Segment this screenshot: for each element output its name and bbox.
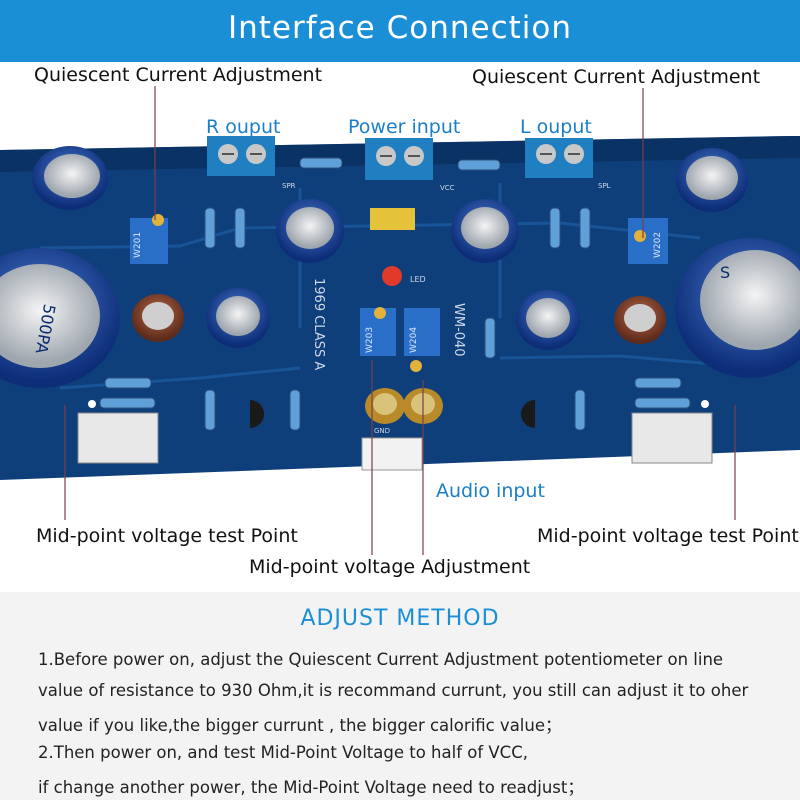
potentiometer-midpoint-left: W203: [360, 307, 396, 356]
label-midpoint-test-right: Mid-point voltage test Point: [537, 525, 799, 547]
power-transistor-right: [631, 412, 713, 464]
capacitor-large-left: 500PA: [0, 248, 120, 388]
adjust-method-title: ADJUST METHOD: [300, 606, 500, 631]
terminal-r-output: [207, 136, 275, 176]
pot-center-right-label: W204: [409, 327, 419, 353]
capacitor-top-left: [32, 146, 108, 210]
capacitor-mid-right-1: [451, 199, 519, 263]
connector-left-silk: SPR: [282, 182, 296, 190]
capacitor-brown-left: [132, 294, 184, 342]
adjust-line-2: value of resistance to 930 Ohm,it is rec…: [38, 681, 749, 700]
connector-center-silk: VCC: [440, 184, 455, 192]
board-code-silk: WM-040: [451, 303, 466, 357]
svg-text:S: S: [720, 263, 730, 282]
label-r-output: R ouput: [206, 116, 281, 138]
pcb-illustration: 500PA S: [0, 136, 800, 480]
adjust-method-panel: [0, 592, 800, 800]
pcb-board: [0, 136, 800, 480]
input-connector-silk: GND: [374, 427, 390, 435]
pot-left-label: W201: [133, 232, 143, 258]
power-transistor-left: [77, 412, 159, 464]
terminal-l-output: [525, 138, 593, 178]
label-power-input: Power input: [348, 116, 461, 138]
board-model-silk: 1969 CLASS A: [311, 278, 326, 370]
adjust-line-1: 1.Before power on, adjust the Quiescent …: [38, 650, 724, 669]
transistor-right: [521, 400, 535, 428]
led-silk-label: LED: [410, 275, 426, 284]
label-midpoint-adjust: Mid-point voltage Adjustment: [249, 556, 531, 578]
terminal-power-input: [365, 138, 433, 180]
label-quiescent-left: Quiescent Current Adjustment: [34, 64, 323, 86]
capacitor-large-right: S: [675, 238, 800, 378]
label-midpoint-test-left: Mid-point voltage test Point: [36, 525, 298, 547]
resistors: [99, 157, 691, 431]
potentiometer-midpoint-right: W204: [404, 308, 440, 372]
pot-center-left-label: W203: [365, 327, 375, 353]
test-point-right: [701, 400, 709, 408]
adjust-line-3: value if you like,the bigger currunt , t…: [38, 716, 562, 735]
led-indicator: [382, 266, 402, 286]
capacitor-film: [370, 208, 415, 230]
capacitor-mid-right-2: [516, 290, 580, 350]
adjust-line-4: 2.Then power on, and test Mid-Point Volt…: [38, 743, 528, 762]
capacitor-mid-left-2: [206, 288, 270, 348]
potentiometer-quiescent-left: W201: [130, 214, 168, 264]
test-point-left: [88, 400, 96, 408]
label-audio-input: Audio input: [436, 480, 545, 502]
capacitor-brown-right: [614, 296, 666, 344]
capacitor-top-right: [676, 148, 748, 212]
page-title: Interface Connection: [227, 10, 573, 46]
pot-right-label: W202: [653, 232, 663, 258]
header-banner: [0, 0, 800, 62]
adjust-line-5: if change another power, the Mid-Point V…: [38, 778, 584, 797]
label-l-output: L ouput: [520, 116, 592, 138]
connector-right-silk: SPL: [598, 182, 611, 190]
transistor-left: [250, 400, 264, 428]
amplifier-board-photo: 500PA S: [0, 128, 800, 500]
capacitor-gold-1: [365, 388, 405, 424]
label-quiescent-right: Quiescent Current Adjustment: [472, 66, 761, 88]
capacitor-mid-left-1: [276, 199, 344, 263]
